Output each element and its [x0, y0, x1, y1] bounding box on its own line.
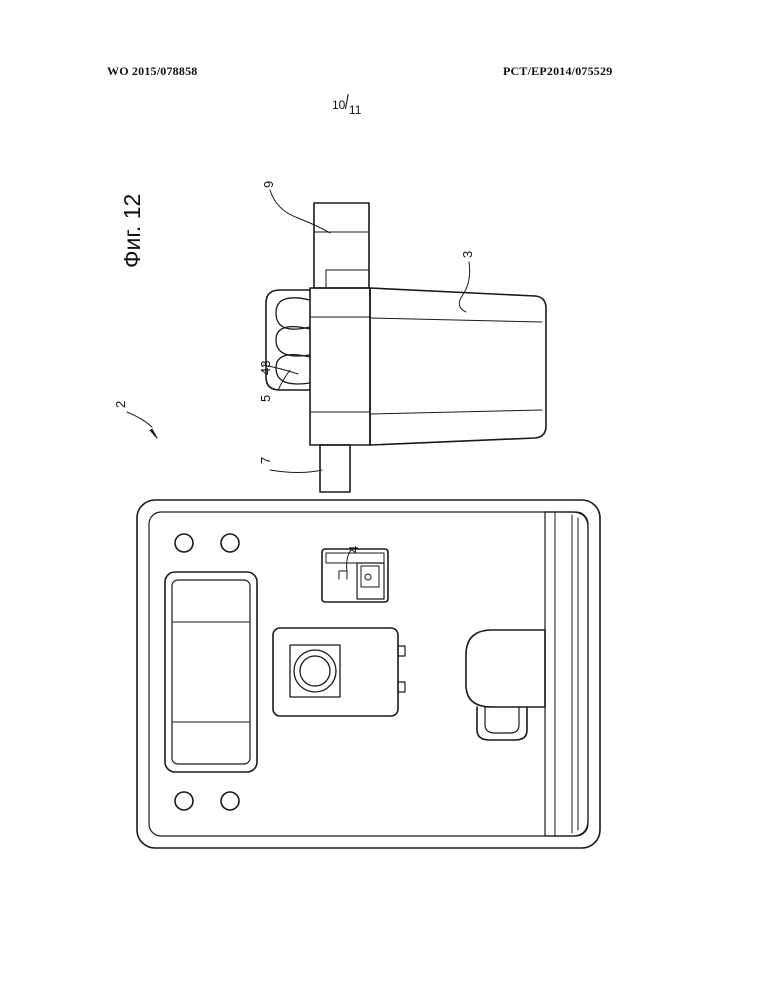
leader-lines	[127, 190, 470, 572]
spout	[320, 445, 350, 492]
container-body	[370, 288, 546, 445]
cup	[466, 630, 545, 707]
ref-5: 5	[258, 395, 273, 402]
container-assembly	[266, 203, 546, 492]
button-bottom-right	[221, 792, 239, 810]
base-outer	[137, 500, 600, 848]
ref-43: 43	[258, 361, 273, 375]
ref-9: 9	[261, 181, 276, 188]
ref-7: 7	[258, 457, 273, 464]
button-bottom-left	[175, 792, 193, 810]
ref-3: 3	[460, 251, 475, 258]
interface-port	[322, 549, 388, 602]
ref-2: 2	[113, 401, 128, 408]
handle-block	[314, 203, 369, 288]
display-panel	[165, 572, 257, 772]
base-unit	[137, 500, 600, 848]
figure-caption: Фиг. 12	[119, 194, 145, 268]
button-top-left	[175, 534, 193, 552]
ref-4: 4	[346, 546, 361, 553]
button-top-right	[221, 534, 239, 552]
lid	[310, 288, 370, 445]
